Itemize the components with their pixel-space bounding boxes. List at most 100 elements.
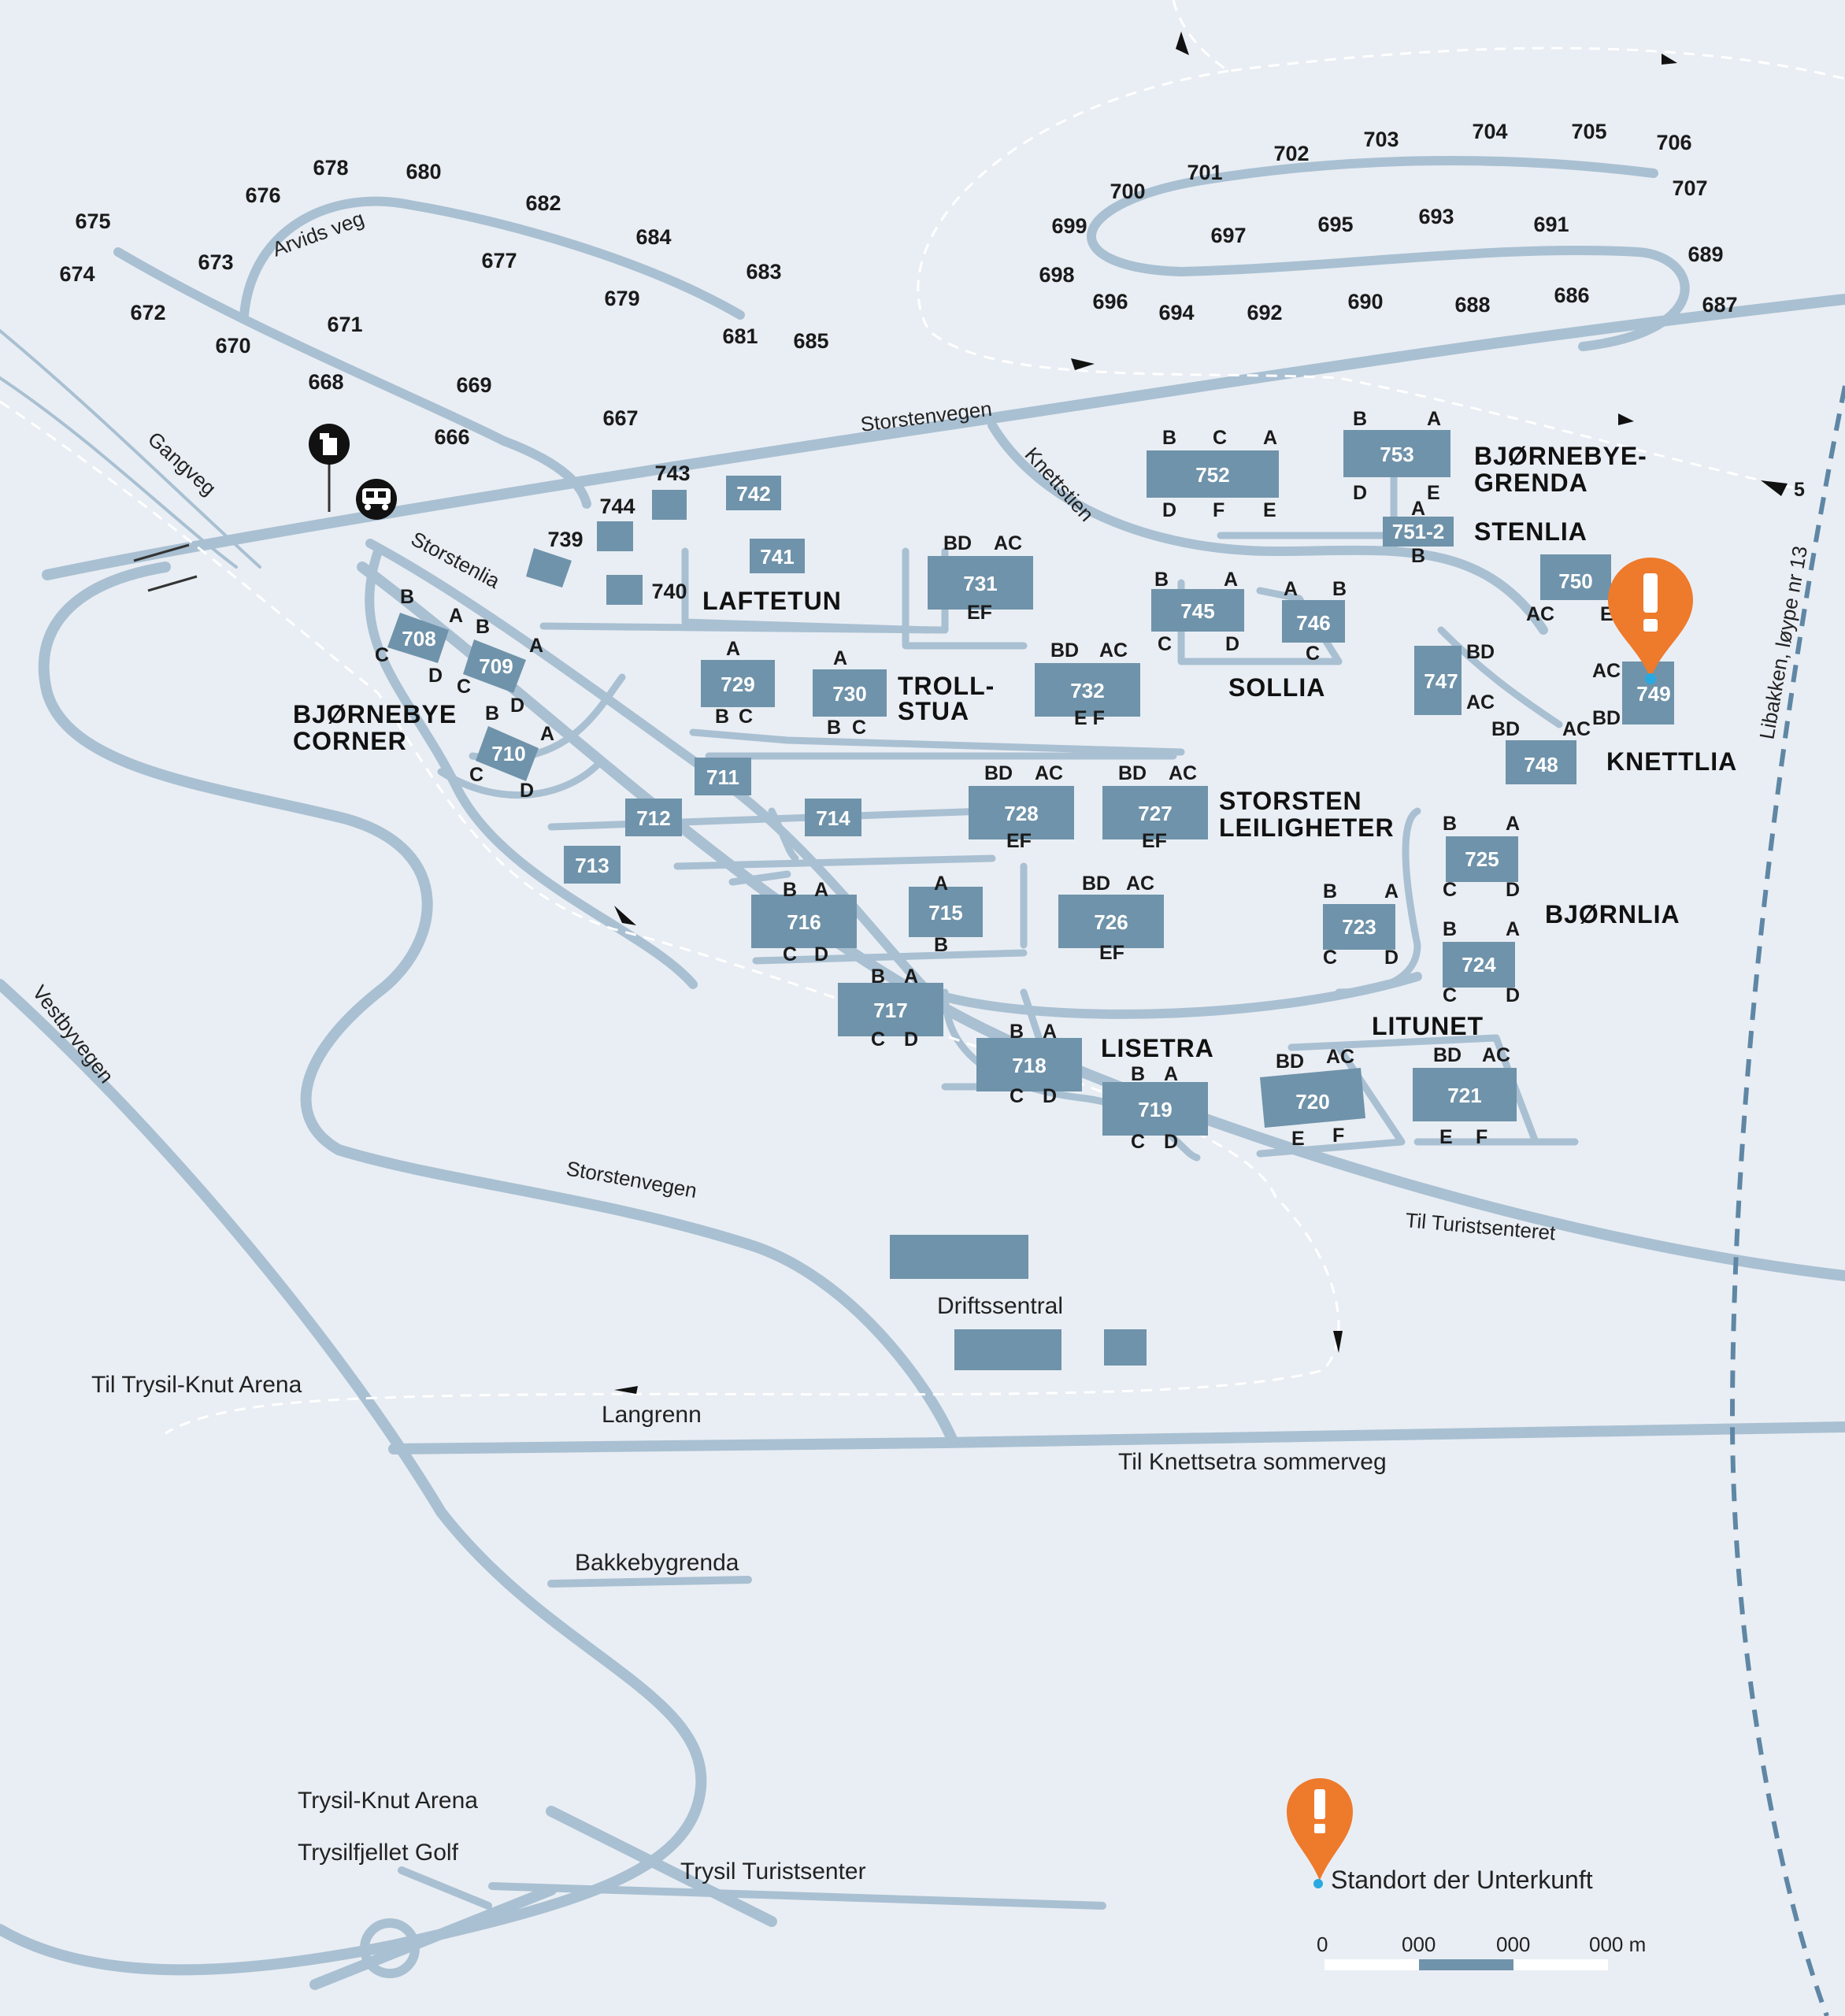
building-710: 710 <box>476 726 539 781</box>
knettsetra-road <box>388 1421 1845 1455</box>
driftssentral-building <box>890 1235 1028 1279</box>
gangveg-path <box>0 329 261 569</box>
building-709: 709 <box>463 639 526 693</box>
unit-label: E <box>1439 1126 1453 1148</box>
unit-label: C <box>852 717 866 739</box>
unit-label: BD <box>1118 762 1147 784</box>
unit-label: B <box>1323 880 1337 902</box>
lot-number: 676 <box>245 183 280 207</box>
building-label: 728 <box>1004 802 1038 825</box>
building-712: 712 <box>625 799 682 836</box>
unit-label: D <box>520 780 534 802</box>
bus-icon[interactable] <box>356 479 397 520</box>
lot-number: 704 <box>1472 120 1507 143</box>
area-storsten-line2: LEILIGHETER <box>1219 813 1395 842</box>
info-icon[interactable] <box>309 424 350 512</box>
building-708: 708 <box>387 613 449 663</box>
unit-label: B <box>871 965 885 988</box>
driftssentral-shed <box>1104 1329 1147 1366</box>
lot-number: 686 <box>1554 284 1589 307</box>
building-731: 731 <box>928 556 1033 610</box>
lot-number: 678 <box>313 156 348 180</box>
unit-label: BD <box>1433 1044 1462 1066</box>
unit-label: A <box>904 965 918 988</box>
lot-number: 705 <box>1571 120 1606 143</box>
unit-label: D <box>1162 499 1176 521</box>
trysil-turistsenter-road <box>488 1882 1106 1910</box>
unit-label: C <box>1306 643 1320 665</box>
unit-label: AC <box>1326 1046 1354 1068</box>
unit-label: A <box>1043 1021 1057 1043</box>
location-marker-icon[interactable] <box>1608 558 1693 684</box>
building-label: 725 <box>1465 847 1499 871</box>
unit-label: B <box>715 706 729 728</box>
buildings[interactable]: 708 709 710 711 712 713 714 715 716 717 … <box>387 430 1674 1370</box>
corner-lane <box>365 547 698 989</box>
bakkebygrenda-road <box>547 1576 752 1588</box>
area-bjornebye-grenda: BJØRNEBYE- <box>1474 442 1647 470</box>
unit-label: BD <box>1491 718 1520 740</box>
building-label: 745 <box>1180 599 1214 623</box>
building-745: 745 <box>1151 589 1244 632</box>
building-label: 714 <box>816 806 850 830</box>
unit-label: A <box>529 635 543 657</box>
building-719: 719 <box>1102 1082 1208 1136</box>
building-label: 711 <box>706 765 739 789</box>
building-label: 744 <box>599 495 635 518</box>
lot-number: 692 <box>1247 301 1282 324</box>
driftssentral-annex <box>954 1329 1061 1370</box>
unit-label: D <box>510 695 524 717</box>
unit-label: AC <box>1035 762 1063 784</box>
building-label: 732 <box>1070 679 1104 702</box>
unit-label: B <box>485 702 499 724</box>
unit-label: BD <box>1082 873 1110 895</box>
building-711: 711 <box>695 758 751 795</box>
place-trysil-turistsenter: Trysil Turistsenter <box>680 1858 866 1884</box>
unit-label: A <box>449 605 463 627</box>
unit-label: C <box>1131 1131 1145 1153</box>
building-label: 739 <box>547 528 583 551</box>
unit-label: D <box>428 665 443 687</box>
lot-number: 668 <box>308 370 343 394</box>
lot-number: 696 <box>1092 290 1128 313</box>
lot-number: 685 <box>793 329 828 353</box>
upper-loop <box>1087 155 1690 351</box>
building-729: 729 <box>701 660 775 707</box>
unit-label: E <box>1263 499 1276 521</box>
unit-label: A <box>1263 427 1277 449</box>
unit-label: AC <box>1169 762 1197 784</box>
building-743: 743 <box>652 461 691 520</box>
unit-label: B <box>1353 408 1367 430</box>
building-715: 715 <box>909 887 983 937</box>
building-label: 741 <box>760 545 794 569</box>
building-730: 730 <box>813 669 887 717</box>
lot-number: 699 <box>1051 214 1087 238</box>
place-til-knettsetra-sommerveg: Til Knettsetra sommerveg <box>1118 1449 1387 1475</box>
area-bjornlia: BJØRNLIA <box>1545 900 1680 928</box>
building-732: 732 <box>1035 663 1140 717</box>
place-langrenn: Langrenn <box>602 1402 702 1428</box>
unit-label: A <box>540 723 554 745</box>
trail-direction-arrow <box>1761 480 1788 496</box>
unit-label: E <box>1291 1128 1305 1150</box>
building-label: 747 <box>1424 669 1458 693</box>
lot-number: 689 <box>1688 243 1723 266</box>
unit-label: F <box>1476 1126 1487 1148</box>
unit-label: EF <box>967 602 992 624</box>
scale-label: 000 <box>1496 1933 1530 1956</box>
building-716: 716 <box>751 895 857 948</box>
crossing-marks <box>133 543 198 592</box>
lot-number: 673 <box>198 250 233 274</box>
unit-label: B <box>934 934 948 956</box>
place-labels: Driftssentral Til Trysil-Knut Arena Lang… <box>91 479 1805 1884</box>
building-label: 708 <box>402 627 435 650</box>
building-721: 721 <box>1413 1068 1517 1121</box>
lot-number: 675 <box>75 209 110 233</box>
lot-number: 703 <box>1363 128 1399 151</box>
unit-label: B <box>827 717 841 739</box>
unit-label: A <box>1506 918 1520 940</box>
unit-label: A <box>934 873 948 895</box>
building-label: 749 <box>1636 682 1670 706</box>
unit-label: B <box>1443 813 1457 835</box>
